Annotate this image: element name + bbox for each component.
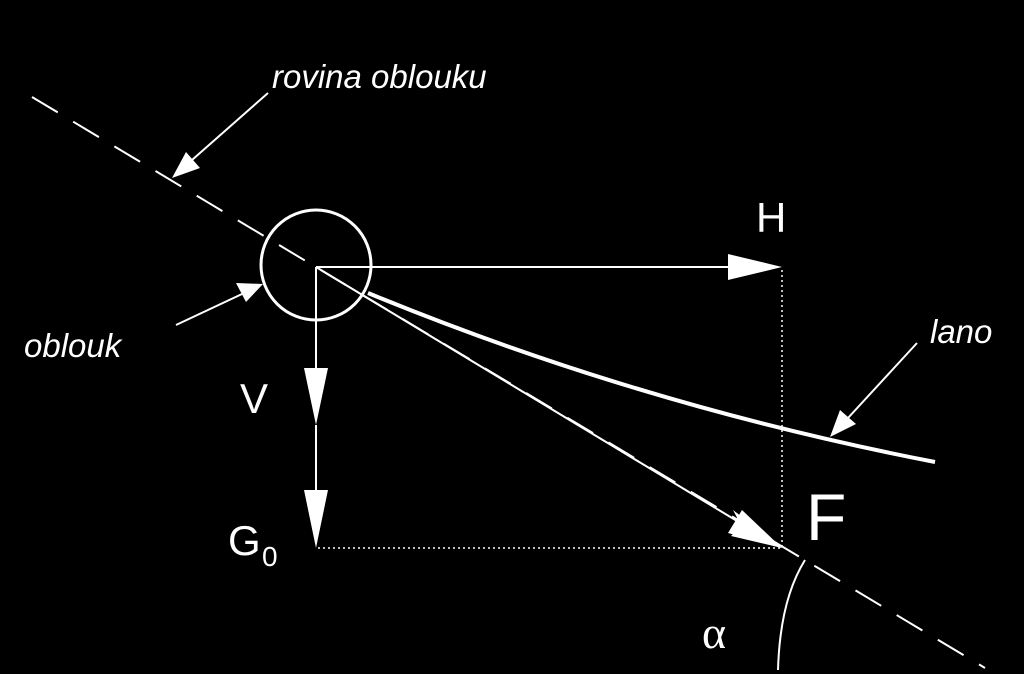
arc-plane-pointer-line bbox=[191, 92, 269, 161]
horizontal-force-arrowhead bbox=[728, 254, 782, 280]
rope-curve bbox=[367, 291, 936, 464]
arc-pointer-line bbox=[175, 293, 243, 326]
vertical-force-label: V bbox=[240, 375, 268, 422]
arc-plane-pointer-head bbox=[172, 152, 200, 178]
self-weight-label: G bbox=[228, 517, 261, 564]
resultant-force-arrowhead-body bbox=[728, 510, 782, 548]
self-weight-arrowhead bbox=[304, 490, 328, 548]
vertical-force-arrowhead bbox=[304, 368, 328, 425]
self-weight-subscript: 0 bbox=[262, 541, 278, 572]
arc-plane-label: rovina oblouku bbox=[272, 58, 487, 95]
rope-pointer-line bbox=[847, 342, 918, 419]
angle-arc bbox=[777, 559, 806, 671]
resultant-force-shaft bbox=[315, 266, 743, 525]
angle-label: α bbox=[702, 607, 726, 658]
arc-pointer-head bbox=[236, 283, 263, 302]
rope-pointer-head bbox=[830, 410, 856, 437]
arc-label: oblouk bbox=[24, 327, 123, 364]
horizontal-force-label: H bbox=[756, 194, 786, 241]
resultant-force-label: F bbox=[806, 480, 846, 554]
rope-label: lano bbox=[930, 313, 992, 350]
